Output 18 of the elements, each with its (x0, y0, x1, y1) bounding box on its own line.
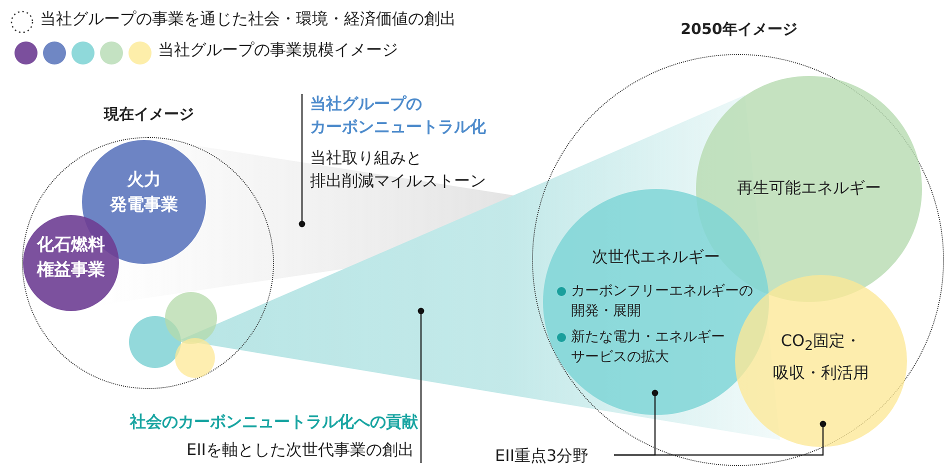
heading: 現在イメージ (102, 104, 195, 125)
business-circle (175, 338, 215, 378)
bullet-item: 新たな電力・エネルギーサービスの拡大 (557, 327, 725, 368)
heading: 2050年イメージ (680, 19, 798, 40)
circle-label: 火力発電事業 (108, 169, 179, 217)
circle-label: 化石燃料権益事業 (36, 234, 106, 282)
leader-line (418, 308, 424, 463)
legend-text: 当社グループの事業を通じた社会・環境・経済価値の創出 (40, 9, 456, 30)
callout-text: EII重点3分野 (495, 445, 589, 467)
leader-line (614, 420, 826, 456)
circle-label: 再生可能エネルギー (736, 177, 882, 199)
circle-label: CO$_{2}$固定・吸収・利活用 (772, 330, 870, 384)
callout-text: 当社取り組みと排出削減マイルストーン (310, 147, 486, 192)
legend-text: 当社グループの事業規模イメージ (158, 40, 398, 61)
circle-label: 次世代エネルギー (591, 246, 721, 268)
callout-text: EIIを軸とした次世代事業の創出 (185, 439, 414, 461)
callout-heading: 当社グループのカーボンニュートラル化 (310, 93, 486, 138)
leader-line (298, 94, 306, 228)
